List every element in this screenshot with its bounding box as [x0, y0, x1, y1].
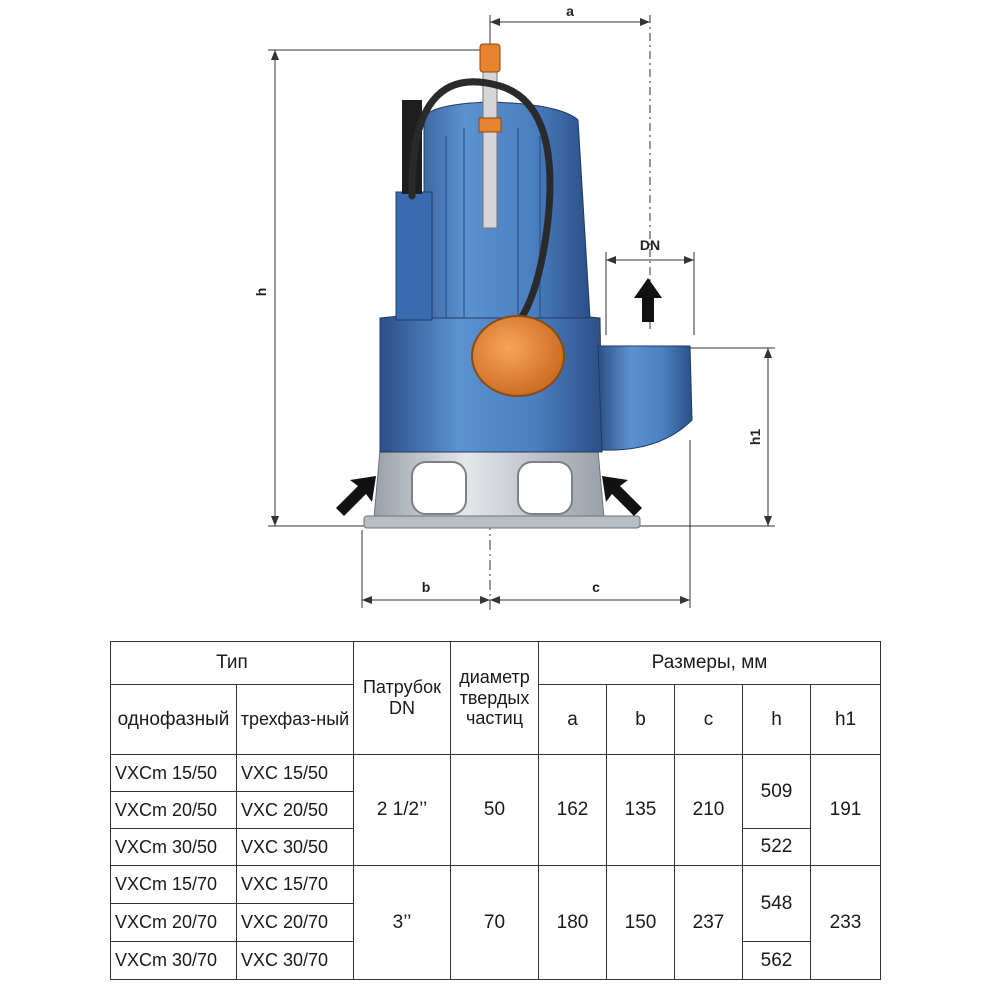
header-dim-c: c	[674, 684, 743, 755]
dim-label-dn: DN	[640, 237, 660, 253]
dim-label-h: h	[253, 288, 269, 297]
dim-h-value: 548	[742, 865, 811, 942]
header-dim-a: a	[538, 684, 607, 755]
model-three-phase: VXC 20/50	[236, 791, 354, 829]
table-row: VXCm 20/70 VXC 20/70	[110, 903, 881, 942]
model-single-phase: VXCm 20/50	[110, 791, 237, 829]
model-single-phase: VXCm 15/70	[110, 865, 237, 904]
dimension-arrowheads	[271, 18, 772, 604]
outlet-dn-value: 3’’	[353, 865, 451, 980]
particle-diameter-value: 50	[450, 754, 539, 866]
dim-a-value: 162	[538, 754, 607, 866]
header-dim-b: b	[606, 684, 675, 755]
header-type: Тип	[110, 641, 354, 685]
particle-diameter-value: 70	[450, 865, 539, 980]
header-dimensions: Размеры, мм	[537, 641, 882, 685]
model-single-phase: VXCm 30/50	[110, 828, 237, 866]
dim-label-c: c	[592, 579, 600, 595]
dim-b-value: 150	[606, 865, 675, 980]
pump-dimension-drawing: a h h1 DN b c	[253, 3, 775, 610]
header-dim-h: h	[742, 684, 811, 755]
dim-b-value: 135	[606, 754, 675, 866]
dim-h-value: 509	[742, 754, 811, 829]
dim-label-b: b	[422, 579, 431, 595]
header-three-phase: трехфаз-ный	[236, 684, 354, 755]
dim-label-h1: h1	[747, 429, 763, 446]
header-particle-diameter: диаметр твердых частиц	[450, 641, 539, 755]
dim-label-a: a	[566, 3, 574, 19]
model-three-phase: VXC 30/70	[236, 941, 354, 980]
model-three-phase: VXC 30/50	[236, 828, 354, 866]
pump-illustration	[336, 43, 693, 529]
dim-h1-value: 191	[809, 754, 882, 866]
table-row: VXCm 20/50 VXC 20/50	[110, 791, 881, 829]
outlet-dn-value: 2 1/2’’	[353, 754, 451, 866]
header-outlet-dn: Патрубок DN	[353, 641, 451, 755]
dim-c-value: 237	[674, 865, 743, 980]
table-row: VXCm 15/70 VXC 15/70 3’’ 70 180 150 237 …	[110, 865, 882, 980]
dim-h-value: 562	[742, 941, 811, 980]
dim-h1-value: 233	[809, 865, 882, 980]
model-three-phase: VXC 15/50	[236, 754, 354, 792]
dim-c-value: 210	[674, 754, 743, 866]
model-single-phase: VXCm 15/50	[110, 754, 237, 792]
model-single-phase: VXCm 20/70	[110, 903, 237, 942]
table-row: VXCm 15/50 VXC 15/50 2 1/2’’ 50 162 135 …	[110, 754, 882, 866]
spec-table: Тип Патрубок DN диаметр твердых частиц Р…	[110, 641, 882, 980]
model-single-phase: VXCm 30/70	[110, 941, 237, 980]
model-three-phase: VXC 15/70	[236, 865, 354, 904]
dim-a-value: 180	[538, 865, 607, 980]
header-single-phase: однофазный	[110, 684, 237, 755]
table-row: VXCm 30/70 VXC 30/70 562	[110, 941, 881, 980]
dim-h-value: 522	[742, 828, 811, 866]
model-three-phase: VXC 20/70	[236, 903, 354, 942]
header-dim-h1: h1	[809, 684, 882, 755]
table-row: VXCm 30/50 VXC 30/50 522	[110, 828, 881, 866]
